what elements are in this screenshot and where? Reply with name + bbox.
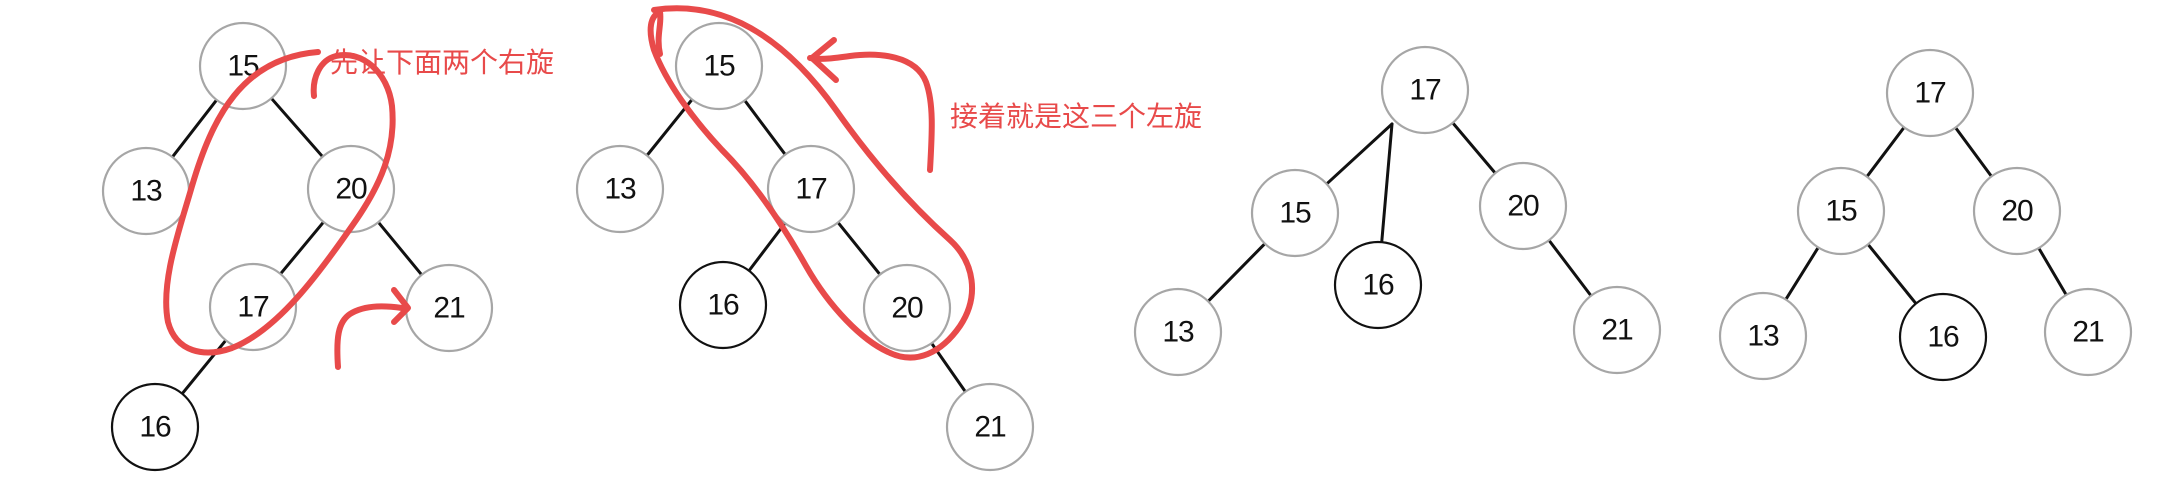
tree-4-edge-n15-n16 [1866, 242, 1918, 306]
tree-1-edge-n20-n21 [376, 220, 424, 277]
tree-1-node-15: 15 [198, 21, 288, 111]
tree-4-node-circle-21 [2043, 287, 2133, 377]
tree-2-node-circle-20 [862, 263, 952, 353]
tree-4-edge-n17-n20 [1954, 126, 1993, 178]
tree-4-node-label-21: 21 [2072, 316, 2104, 349]
annotation-loop-2 [647, 5, 975, 361]
tree-3-node-circle-15 [1250, 168, 1340, 258]
tree-3-edge-n20-n21 [1547, 238, 1593, 298]
annotation-arrow-2 [807, 51, 935, 173]
tree-2-edge-n17-n20 [836, 220, 882, 277]
tree-3-node-circle-17 [1380, 45, 1470, 135]
annotation-loop-1 [163, 49, 396, 356]
tree-4-edge-n15-n13 [1784, 245, 1820, 302]
tree-4-node-label-13: 13 [1747, 320, 1779, 353]
tree-3-node-label-20: 20 [1507, 190, 1539, 223]
tree-1-node-13: 13 [101, 146, 191, 236]
tree-2-node-circle-21 [945, 382, 1035, 472]
tree-4-node-circle-16 [1898, 292, 1988, 382]
tree-4-node-15: 15 [1796, 166, 1886, 256]
tree-3-node-16: 16 [1333, 240, 1423, 330]
tree-2-edge-n15-n17 [743, 98, 787, 157]
tree-4-node-16: 16 [1898, 292, 1988, 382]
tree-3-node-label-16: 16 [1362, 269, 1394, 302]
tree-3-node-circle-13 [1133, 287, 1223, 377]
tree-1-node-17: 17 [208, 262, 298, 352]
tree-4-node-label-17: 17 [1914, 77, 1946, 110]
tree-1-node-label-13: 13 [130, 175, 162, 208]
tree-3-node-label-15: 15 [1279, 197, 1311, 230]
annotation-arrowhead-2 [809, 37, 839, 83]
tree-3-node-21: 21 [1572, 285, 1662, 375]
tree-3-node-label-13: 13 [1162, 316, 1194, 349]
tree-1-edge-n15-n13 [170, 98, 219, 159]
tree-1-node-16: 16 [110, 382, 200, 472]
tree-1-node-label-21: 21 [433, 292, 465, 325]
tree-2-node-label-15: 15 [703, 50, 735, 83]
tree-3-node-circle-16 [1333, 240, 1423, 330]
tree-1-node-circle-16 [110, 382, 200, 472]
tree-3-node-17: 17 [1380, 45, 1470, 135]
tree-2-node-16: 16 [678, 260, 768, 350]
tree-3-node-circle-21 [1572, 285, 1662, 375]
tree-1-edge-n15-n20 [269, 96, 325, 159]
tree-1-node-label-17: 17 [237, 291, 269, 324]
tree-4-node-label-15: 15 [1825, 195, 1857, 228]
tree-2-node-15: 15 [674, 21, 764, 111]
tree-4-node-17: 17 [1885, 48, 1975, 138]
tree-2-node-circle-13 [575, 144, 665, 234]
tree-4-node-circle-13 [1718, 291, 1808, 381]
annotation-layer: 先让下面两个右旋 接着就是这三个左旋 [163, 5, 1202, 370]
tree-3-edge-n17-n20 [1451, 121, 1497, 175]
tree-2-node-label-13: 13 [604, 173, 636, 206]
tree-2-node-13: 13 [575, 144, 665, 234]
tree-3-node-circle-20 [1478, 161, 1568, 251]
tree-1-node-circle-17 [208, 262, 298, 352]
tree-2-node-label-17: 17 [795, 173, 827, 206]
tree-2-node-circle-15 [674, 21, 764, 111]
annotation-text-right-rotate: 先让下面两个右旋 [330, 46, 554, 79]
tree-3-node-15: 15 [1250, 168, 1340, 258]
tree-2-node-label-21: 21 [974, 411, 1006, 444]
tree-3-edge-n17-n15 [1325, 122, 1394, 186]
tree-2-node-circle-17 [766, 144, 856, 234]
tree-3-node-13: 13 [1133, 287, 1223, 377]
nodes-layer: 15 13 20 17 21 16 15 13 17 16 20 21 17 15 16 20 13 21 17 15… [101, 21, 2133, 472]
tree-4-node-circle-15 [1796, 166, 1886, 256]
tree-4-node-circle-17 [1885, 48, 1975, 138]
tree-1-edge-n20-n17 [278, 220, 326, 276]
tree-2-node-label-16: 16 [707, 289, 739, 322]
tree-4-node-label-16: 16 [1927, 321, 1959, 354]
tree-3-node-label-17: 17 [1409, 74, 1441, 107]
tree-2-node-17: 17 [766, 144, 856, 234]
tree-2-node-label-20: 20 [891, 292, 923, 325]
tree-2-node-21: 21 [945, 382, 1035, 472]
tree-4-edge-n20-n21 [2037, 246, 2068, 297]
tree-1-node-circle-15 [198, 21, 288, 111]
tree-3-edge-n17-n16 [1380, 122, 1394, 244]
tree-3-node-label-21: 21 [1601, 314, 1633, 347]
tree-1-node-21: 21 [404, 263, 494, 353]
tree-1-node-20: 20 [306, 144, 396, 234]
tree-4-node-13: 13 [1718, 291, 1808, 381]
tree-2-edge-n17-n16 [747, 221, 787, 273]
tree-4-node-circle-20 [1972, 166, 2062, 256]
tree-1-node-label-20: 20 [335, 173, 367, 206]
tree-4-node-20: 20 [1972, 166, 2062, 256]
tree-4-node-21: 21 [2043, 287, 2133, 377]
tree-2-node-20: 20 [862, 263, 952, 353]
annotation-text-left-rotate: 接着就是这三个左旋 [950, 100, 1202, 133]
tree-1-node-label-16: 16 [139, 411, 171, 444]
annotation-arrowhead-1 [391, 287, 411, 325]
tree-3-edge-n15-n13 [1206, 242, 1267, 303]
tree-2-node-circle-16 [678, 260, 768, 350]
annotation-arrow-1 [334, 303, 405, 370]
tree-4-node-label-20: 20 [2001, 195, 2033, 228]
tree-4-edge-n17-n15 [1865, 125, 1906, 179]
tree-3-node-20: 20 [1478, 161, 1568, 251]
